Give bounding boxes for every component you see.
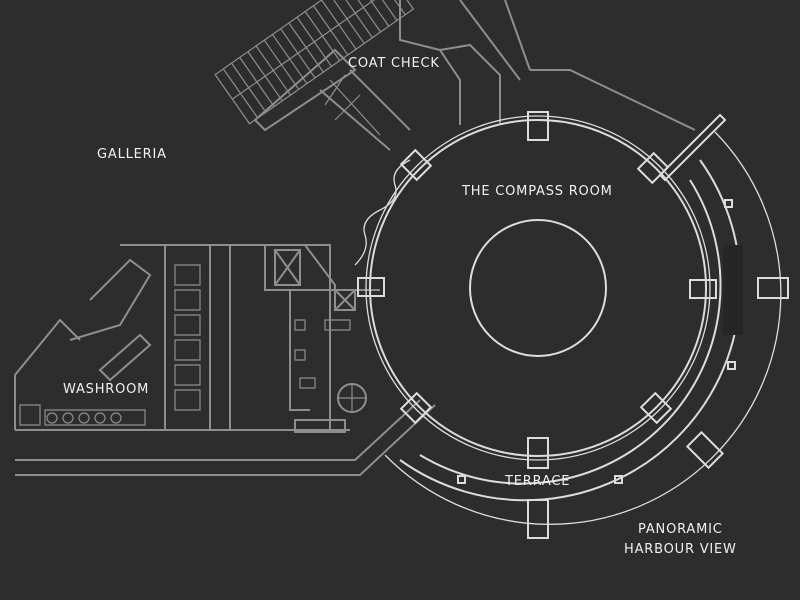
washroom-area bbox=[14, 244, 436, 476]
panoramic-label-line2: HARBOUR VIEW bbox=[624, 542, 737, 557]
staircase bbox=[214, 0, 696, 151]
galleria-label: GALLERIA bbox=[97, 147, 167, 162]
washroom-label: WASHROOM bbox=[63, 382, 150, 397]
terrace bbox=[384, 113, 789, 539]
coat-check-label: COAT CHECK bbox=[348, 56, 440, 71]
panoramic-label-line1: PANORAMIC bbox=[638, 522, 723, 537]
panoramic-harbour-view-label: PANORAMIC HARBOUR VIEW bbox=[624, 520, 737, 560]
terrace-label: TERRACE bbox=[505, 474, 571, 489]
compass-room bbox=[354, 111, 717, 469]
compass-room-label: THE COMPASS ROOM bbox=[462, 184, 613, 199]
